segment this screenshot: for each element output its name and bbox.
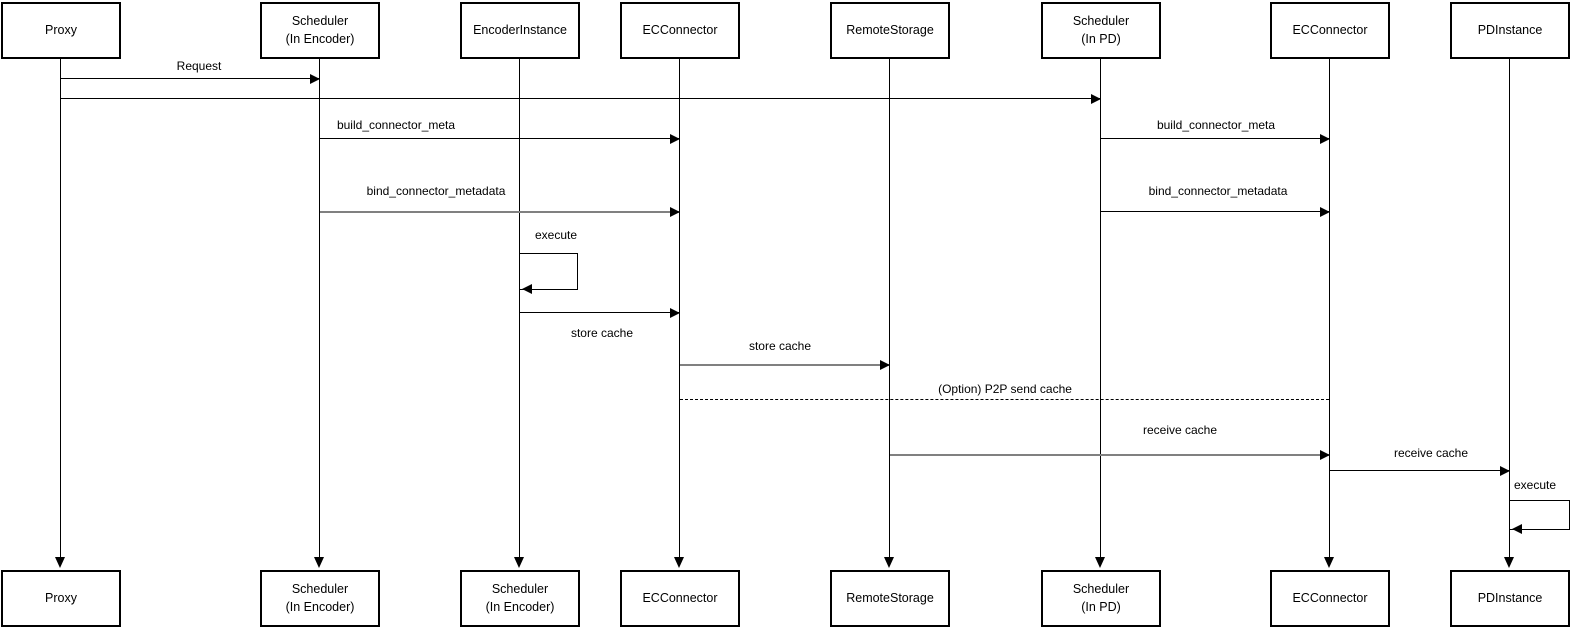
self-loop <box>1510 500 1570 530</box>
arrowhead-icon <box>670 308 680 318</box>
arrowhead-icon <box>1320 207 1330 217</box>
lifeline-proxy <box>60 59 61 558</box>
actor-bottom-scheduler-pd: Scheduler (In PD) <box>1041 570 1161 627</box>
lifeline-end-arrowhead-icon <box>314 557 324 568</box>
lifeline-remote-storage <box>889 59 890 558</box>
lifeline-encoder-instance <box>519 59 520 558</box>
actor-bottom-pd-instance: PDInstance <box>1450 570 1570 627</box>
lifeline-end-arrowhead-icon <box>1095 557 1105 568</box>
actor-top-ec-connector-2: ECConnector <box>1270 2 1390 59</box>
actor-top-remote-storage: RemoteStorage <box>830 2 950 59</box>
actor-top-scheduler-pd: Scheduler (In PD) <box>1041 2 1161 59</box>
lifeline-scheduler-pd <box>1100 59 1101 558</box>
message-label: (Option) P2P send cache <box>938 382 1072 396</box>
lifeline-ec-connector-2 <box>1329 59 1330 558</box>
actor-top-encoder-instance: EncoderInstance <box>460 2 580 59</box>
lifeline-end-arrowhead-icon <box>514 557 524 568</box>
arrowhead-icon <box>1512 524 1522 534</box>
actor-top-ec-connector-1: ECConnector <box>620 2 740 59</box>
arrowhead-icon <box>1091 94 1101 104</box>
message-label: bind_connector_metadata <box>366 184 506 198</box>
arrowhead-icon <box>1500 466 1510 476</box>
actor-bottom-scheduler-encoder: Scheduler (In Encoder) <box>260 570 380 627</box>
arrowhead-icon <box>670 134 680 144</box>
arrowhead-icon <box>880 360 890 370</box>
arrow-shaft <box>520 312 679 313</box>
message-label: execute <box>1513 478 1557 492</box>
actor-top-proxy: Proxy <box>1 2 121 59</box>
arrow-shaft <box>680 364 889 366</box>
message-label: store cache <box>748 339 812 353</box>
actor-bottom-proxy: Proxy <box>1 570 121 627</box>
message-label: build_connector_meta <box>336 118 456 132</box>
lifeline-end-arrowhead-icon <box>1504 557 1514 568</box>
self-loop <box>520 253 578 290</box>
arrow-shaft <box>1101 138 1329 139</box>
lifeline-scheduler-encoder <box>319 59 320 558</box>
arrow-shaft <box>61 98 1100 99</box>
message-label: bind_connector_metadata <box>1148 184 1288 198</box>
arrow-shaft <box>61 78 320 79</box>
dashed-line <box>680 399 1329 400</box>
message-label: build_connector_meta <box>1156 118 1276 132</box>
lifeline-pd-instance <box>1509 59 1510 558</box>
arrowhead-icon <box>522 284 532 294</box>
arrow-shaft <box>320 138 679 139</box>
message-label: receive cache <box>1142 423 1218 437</box>
message-label: store cache <box>570 326 634 340</box>
actor-bottom-encoder-instance: Scheduler (In Encoder) <box>460 570 580 627</box>
lifeline-end-arrowhead-icon <box>55 557 65 568</box>
arrow-shaft <box>320 211 679 213</box>
lifeline-end-arrowhead-icon <box>674 557 684 568</box>
actor-bottom-ec-connector-2: ECConnector <box>1270 570 1390 627</box>
actor-top-pd-instance: PDInstance <box>1450 2 1570 59</box>
message-label: receive cache <box>1393 446 1469 460</box>
message-label: Request <box>176 59 222 73</box>
arrowhead-icon <box>1320 450 1330 460</box>
arrowhead-icon <box>310 74 320 84</box>
arrowhead-icon <box>670 207 680 217</box>
arrow-shaft <box>1101 211 1329 212</box>
arrow-shaft <box>1330 470 1509 471</box>
lifeline-end-arrowhead-icon <box>884 557 894 568</box>
arrow-shaft <box>890 454 1329 456</box>
actor-bottom-ec-connector-1: ECConnector <box>620 570 740 627</box>
message-label: execute <box>534 228 578 242</box>
arrowhead-icon <box>1320 134 1330 144</box>
actor-bottom-remote-storage: RemoteStorage <box>830 570 950 627</box>
actor-top-scheduler-encoder: Scheduler (In Encoder) <box>260 2 380 59</box>
lifeline-end-arrowhead-icon <box>1324 557 1334 568</box>
